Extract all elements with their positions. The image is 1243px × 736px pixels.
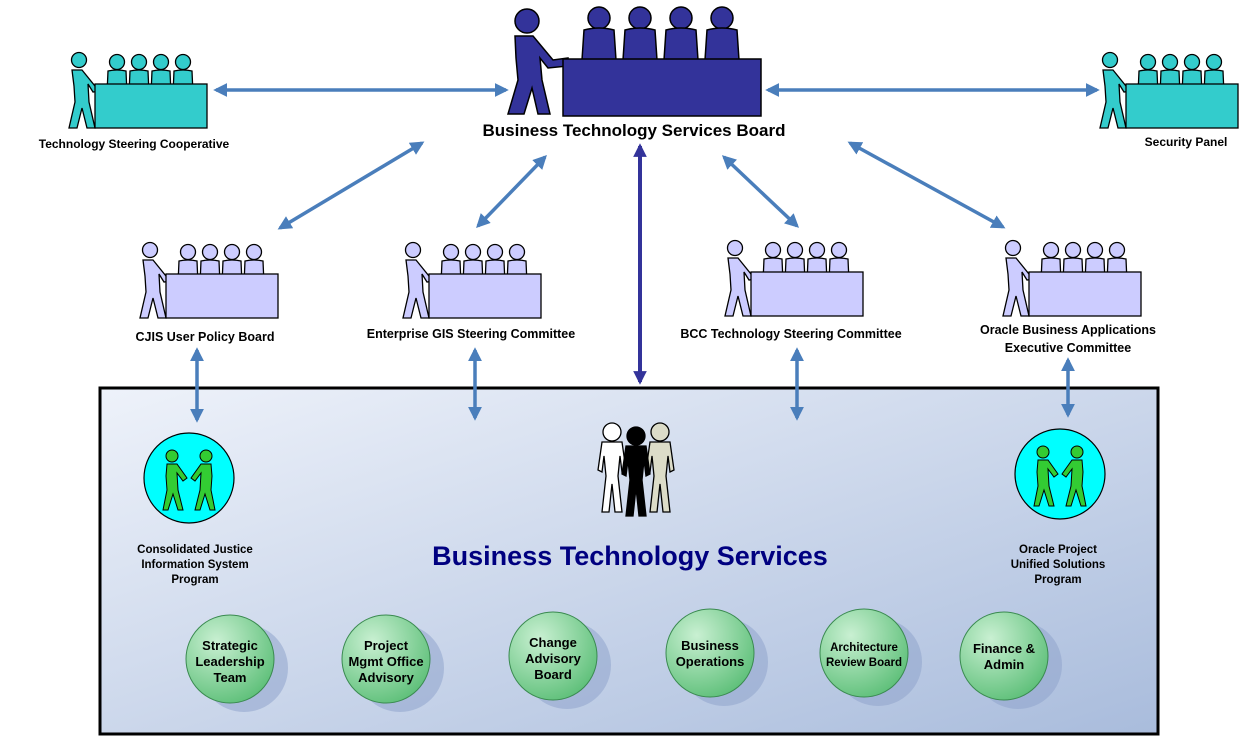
team-change-line2: Advisory <box>525 651 581 666</box>
bcc-committee-icon <box>725 241 863 317</box>
connector-arrows <box>190 83 1100 423</box>
team-busops-line2: Operations <box>676 654 745 669</box>
arrow-board-bcc <box>721 155 800 228</box>
arrow-board-oracle <box>847 141 1006 229</box>
oracle-program-label-line2: Unified Solutions <box>1011 559 1106 571</box>
team-arch-line1: Architecture <box>830 642 898 654</box>
arrow-board-gis <box>476 154 547 229</box>
team-finance-line1: Finance & <box>973 641 1035 656</box>
bcc-committee-label: BCC Technology Steering Committee <box>680 327 901 341</box>
team-pmo-line1: Project <box>364 638 409 653</box>
cjis-committee-icon <box>140 243 278 319</box>
gis-committee-icon <box>403 243 541 319</box>
cjis-program-circle <box>143 432 235 524</box>
cjis-program-label-line1: Consolidated Justice <box>137 544 253 556</box>
team-finance-admin: Finance & Admin <box>959 611 1062 709</box>
team-finance-line2: Admin <box>984 657 1025 672</box>
team-change-line1: Change <box>529 635 577 650</box>
security-panel-label: Security Panel <box>1145 135 1228 149</box>
team-arch-line2: Review Board <box>826 657 902 669</box>
tsc-committee-icon <box>69 53 207 129</box>
team-strategic-line1: Strategic <box>202 638 258 653</box>
team-change-advisory: Change Advisory Board <box>508 611 611 709</box>
team-pmo-line3: Advisory <box>358 670 414 685</box>
board-title: Business Technology Services Board <box>483 121 786 140</box>
oracle-committee-label-line2: Executive Committee <box>1005 341 1131 355</box>
cjis-program-label-line2: Information System <box>141 559 248 571</box>
cjis-program-label-line3: Program <box>171 574 218 586</box>
oracle-program-label-line3: Program <box>1034 574 1081 586</box>
team-architecture-review: Architecture Review Board <box>819 608 922 706</box>
team-strategic-leadership: Strategic Leadership Team <box>185 614 288 712</box>
team-business-operations: Business Operations <box>665 608 768 706</box>
arrow-board-cjis <box>277 141 425 230</box>
cjis-board-label: CJIS User Policy Board <box>136 330 275 344</box>
oracle-committee-label-line1: Oracle Business Applications <box>980 323 1156 337</box>
team-strategic-line3: Team <box>214 670 247 685</box>
board-icon <box>506 6 762 117</box>
oracle-program-circle <box>1014 428 1106 520</box>
oracle-program-label-line1: Oracle Project <box>1019 544 1097 556</box>
team-busops-line1: Business <box>681 638 739 653</box>
team-pmo-line2: Mgmt Office <box>348 654 423 669</box>
team-change-line3: Board <box>534 667 572 682</box>
team-strategic-line2: Leadership <box>195 654 264 669</box>
security-committee-icon <box>1100 53 1238 129</box>
gis-committee-label: Enterprise GIS Steering Committee <box>367 327 575 341</box>
tsc-label: Technology Steering Cooperative <box>39 137 230 151</box>
bts-title: Business Technology Services <box>432 541 828 571</box>
oracle-committee-icon <box>1003 241 1141 317</box>
team-pmo-advisory: Project Mgmt Office Advisory <box>341 614 444 712</box>
